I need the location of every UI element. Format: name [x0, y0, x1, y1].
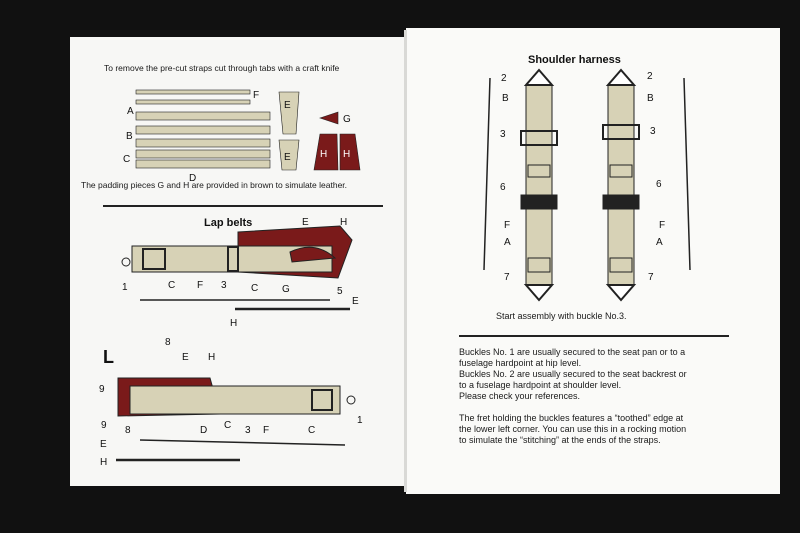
- svg-text:F: F: [263, 425, 269, 436]
- harness-labels: 2 B 3 6 F A 7 2 B 3 6 F A 7: [500, 71, 665, 283]
- svg-text:3: 3: [245, 425, 251, 436]
- svg-text:B: B: [647, 93, 654, 104]
- svg-text:2: 2: [501, 73, 507, 84]
- label-d: D: [189, 173, 196, 184]
- label-f: F: [253, 90, 259, 101]
- page-fold: [404, 30, 407, 492]
- divider: [459, 335, 729, 337]
- svg-text:L: L: [103, 347, 114, 367]
- svg-text:8: 8: [125, 425, 131, 436]
- label-h: H: [320, 149, 327, 160]
- label-b: B: [126, 131, 133, 142]
- svg-text:3: 3: [500, 129, 506, 140]
- svg-text:F: F: [659, 220, 665, 231]
- note-buckle-2a: Buckles No. 2 are usually secured to the…: [459, 369, 687, 379]
- svg-text:E: E: [100, 439, 107, 450]
- svg-text:6: 6: [500, 182, 506, 193]
- svg-text:5: 5: [337, 286, 343, 297]
- lower-belt-labels: 8 L 9 E H D C 3 F C 1 9 8 E H: [99, 337, 363, 468]
- fret-note-3: to simulate the “stitching” at the ends …: [459, 435, 661, 445]
- svg-text:A: A: [504, 237, 511, 248]
- padding-note: The padding pieces G and H are provided …: [81, 180, 348, 190]
- strap-fret-diagram: [135, 89, 361, 171]
- svg-text:F: F: [197, 280, 203, 291]
- fret-note-1: The fret holding the buckles features a …: [459, 413, 684, 423]
- svg-text:H: H: [100, 457, 107, 468]
- svg-text:C: C: [224, 420, 231, 431]
- lower-lap-belt-diagram: [116, 377, 356, 462]
- svg-text:H: H: [230, 318, 237, 329]
- svg-text:H: H: [340, 217, 347, 228]
- note-buckle-2b: to a fuselage hardpoint at shoulder leve…: [459, 380, 622, 390]
- svg-text:9: 9: [99, 384, 105, 395]
- svg-text:C: C: [168, 280, 175, 291]
- right-page: [406, 28, 780, 494]
- svg-text:7: 7: [504, 272, 510, 283]
- divider: [103, 205, 383, 207]
- start-note: Start assembly with buckle No.3.: [496, 311, 627, 321]
- svg-text:E: E: [302, 217, 309, 228]
- svg-text:B: B: [502, 93, 509, 104]
- svg-text:3: 3: [221, 280, 227, 291]
- svg-text:E: E: [352, 296, 359, 307]
- note-buckle-1a: Buckles No. 1 are usually secured to the…: [459, 347, 686, 357]
- fret-part-labels: A B C D E E F G H H: [123, 90, 351, 184]
- fret-note-2: the lower left corner. You can use this …: [459, 424, 687, 434]
- svg-text:C: C: [251, 283, 258, 294]
- svg-text:8: 8: [165, 337, 171, 348]
- svg-text:1: 1: [357, 415, 363, 426]
- svg-text:3: 3: [650, 126, 656, 137]
- shoulder-harness-title: Shoulder harness: [528, 54, 621, 66]
- svg-text:7: 7: [648, 272, 654, 283]
- svg-text:F: F: [504, 220, 510, 231]
- svg-text:G: G: [282, 284, 290, 295]
- shoulder-harness-diagram: [483, 68, 691, 302]
- label-e-2: E: [284, 152, 291, 163]
- svg-text:6: 6: [656, 179, 662, 190]
- lap-belt-labels: 1 C F 3 C G 5 E H E H: [122, 217, 359, 329]
- svg-text:C: C: [308, 425, 315, 436]
- note-references: Please check your references.: [459, 391, 581, 401]
- svg-text:1: 1: [122, 282, 128, 293]
- label-c: C: [123, 154, 130, 165]
- lap-belts-title: Lap belts: [204, 217, 253, 229]
- intro-text: To remove the pre-cut straps cut through…: [104, 63, 340, 73]
- svg-text:E: E: [182, 352, 189, 363]
- svg-text:H: H: [208, 352, 215, 363]
- svg-text:9: 9: [101, 420, 107, 431]
- note-buckle-1b: fuselage hardpoint at hip level.: [459, 358, 582, 368]
- svg-text:D: D: [200, 425, 207, 436]
- label-a: A: [127, 106, 134, 117]
- label-e: E: [284, 100, 291, 111]
- svg-text:2: 2: [647, 71, 653, 82]
- lap-belt-diagram: [121, 225, 353, 311]
- svg-text:A: A: [656, 237, 663, 248]
- label-g: G: [343, 114, 351, 125]
- label-h-2: H: [343, 149, 350, 160]
